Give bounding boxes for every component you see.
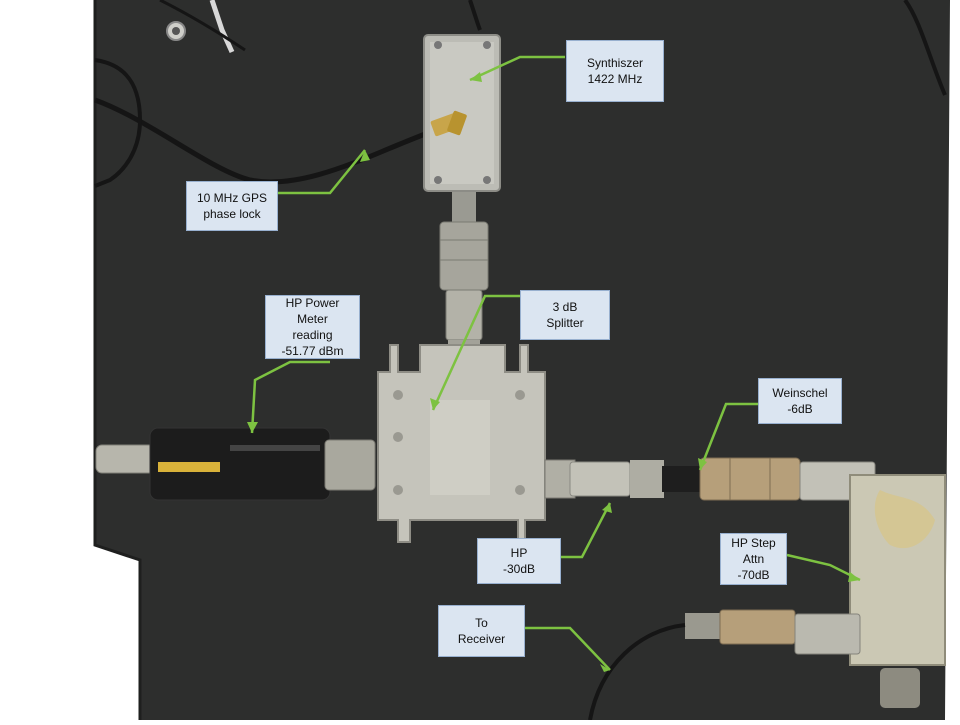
callout-hp-atten: HP -30dB — [477, 538, 561, 584]
step-attenuator — [849, 474, 946, 708]
synthesizer-box — [423, 34, 501, 192]
callout-receiver: To Receiver — [438, 605, 525, 657]
callout-power-meter-text: HP Power Meter reading -51.77 dBm — [281, 296, 344, 358]
mat-shadow-edge — [93, 0, 142, 720]
callout-synthesizer: Synthiszer 1422 MHz — [566, 40, 664, 102]
splitter-body — [377, 344, 546, 543]
callout-hp-atten-text: HP -30dB — [502, 546, 536, 576]
callout-receiver-text: To Receiver — [457, 616, 506, 646]
cable-left-lower — [94, 58, 143, 188]
receiver-cable — [588, 623, 686, 721]
callout-power-meter: HP Power Meter reading -51.77 dBm — [265, 295, 360, 359]
cable-left-upper — [94, 97, 441, 185]
receiver-connectors — [685, 609, 861, 655]
callout-step-attn-text: HP Step Attn -70dB — [731, 536, 776, 582]
callout-weinschel: Weinschel -6dB — [758, 378, 842, 424]
callout-synthesizer-text: Synthiszer 1422 MHz — [586, 56, 644, 86]
callout-step-attn: HP Step Attn -70dB — [720, 533, 787, 585]
callout-splitter-text: 3 dB Splitter — [546, 300, 584, 330]
power-sensor — [95, 427, 376, 501]
callout-gps-text: 10 MHz GPS phase lock — [196, 191, 268, 221]
callout-weinschel-text: Weinschel -6dB — [772, 386, 828, 416]
callout-gps: 10 MHz GPS phase lock — [186, 181, 278, 231]
attenuator-chain — [544, 457, 876, 501]
callout-splitter: 3 dB Splitter — [520, 290, 610, 340]
